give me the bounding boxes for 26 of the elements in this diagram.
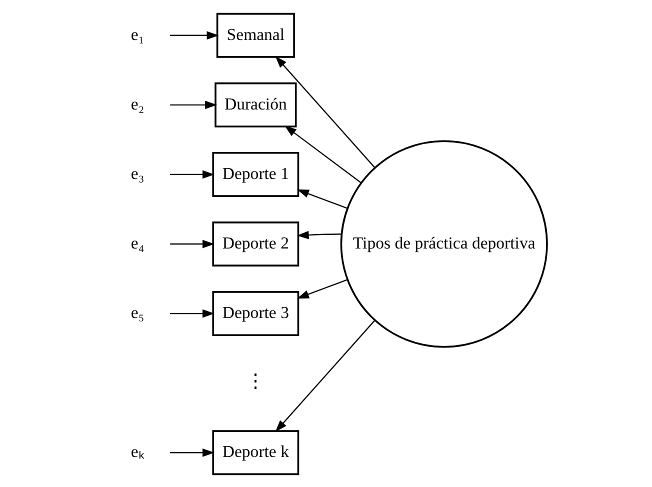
arrow [284, 125, 362, 183]
node-box: Deporte 1 [212, 151, 300, 196]
arrow [275, 55, 376, 168]
arrow [296, 230, 342, 239]
arrow [275, 319, 376, 432]
label: ⋮ [246, 371, 266, 392]
node-text: e₅ [130, 302, 144, 322]
arrow [170, 30, 219, 40]
arrow [170, 448, 215, 456]
node-text: e₃ [130, 163, 144, 182]
arrow [170, 100, 218, 109]
node-box: Deporte k [212, 430, 300, 475]
node-text: eₖ [130, 442, 144, 461]
arrow [170, 239, 215, 248]
node-circle: Tipos de práctica deportiva [340, 140, 548, 348]
node-box: Deporte 2 [212, 221, 300, 266]
node-text: e₄ [130, 232, 144, 252]
arrow [170, 308, 215, 318]
node-text: e₁ [130, 24, 144, 44]
node-box: Duración [214, 82, 297, 127]
arrow [296, 188, 348, 208]
arrow [170, 170, 215, 178]
node-box: Deporte 3 [212, 290, 300, 336]
node-text: e₂ [130, 94, 144, 113]
arrow [296, 278, 348, 298]
node-box: Semanal [216, 12, 295, 58]
